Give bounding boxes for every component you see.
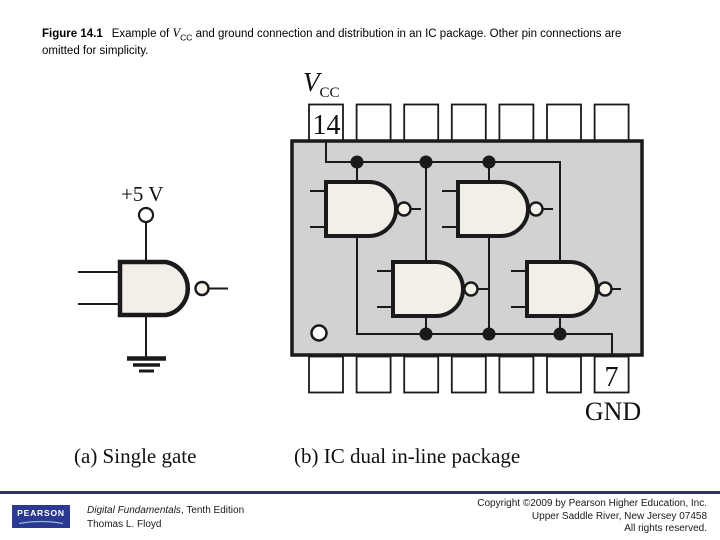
bottom-pin-row <box>308 355 630 394</box>
junction-dot <box>350 155 364 169</box>
gate-body <box>391 260 465 318</box>
vcc-label: VCC <box>303 67 340 101</box>
nand-gate-1 <box>310 180 421 238</box>
nand-gate-3 <box>377 260 488 318</box>
nand-gate-4 <box>511 260 621 318</box>
book-info: Digital Fundamentals, Tenth Edition Thom… <box>87 504 244 531</box>
book-title-line: Digital Fundamentals, Tenth Edition <box>87 504 244 518</box>
pin-box <box>593 103 630 142</box>
pin-box <box>403 103 440 142</box>
gate-body <box>324 180 398 238</box>
single-gate-figure: +5 V <box>78 182 228 373</box>
pin7-number: 7 <box>605 362 619 393</box>
pearson-swoosh-icon <box>18 520 64 524</box>
subcaption-a: (a) Single gate <box>74 444 196 468</box>
pin-box-7 <box>593 355 630 394</box>
pin-box <box>355 355 392 394</box>
inverter-bubble <box>597 281 613 297</box>
footer-divider-rule <box>0 491 720 494</box>
inverter-bubble <box>463 281 479 297</box>
copyright-line-2: Upper Saddle River, New Jersey 07458 <box>531 510 707 522</box>
vcc-label-main: V <box>303 67 323 97</box>
copyright-line-1: Copyright ©2009 by Pearson Higher Educat… <box>477 498 707 509</box>
caption-text-before: Example of <box>111 28 173 40</box>
inverter-bubble <box>194 280 210 297</box>
supply-voltage-label: +5 V <box>121 182 163 206</box>
junction-dot <box>482 327 496 341</box>
pin-box <box>546 103 582 142</box>
figure-caption: Figure 14.1 Example of VCC and ground con… <box>42 25 662 60</box>
junction-dot <box>419 155 433 169</box>
gate-body <box>456 180 530 238</box>
caption-text-after: and ground connection and distribution i… <box>42 28 622 57</box>
ic-package-figure: VCC 14 7 GND <box>290 67 644 426</box>
package-body <box>290 139 644 357</box>
book-edition: , Tenth Edition <box>180 505 245 516</box>
junction-dot <box>419 327 433 341</box>
vcc-rail <box>325 141 561 262</box>
pin-box <box>498 103 535 142</box>
figure-number: Figure 14.1 <box>42 28 103 40</box>
junction-dot <box>482 155 496 169</box>
gnd-label: GND <box>585 397 641 426</box>
supply-terminal-circle <box>137 206 155 224</box>
gate-body <box>525 260 599 318</box>
copyright-block: Copyright ©2009 by Pearson Higher Educat… <box>477 498 707 536</box>
pin1-indicator-dot <box>310 324 328 342</box>
nand-gate-2 <box>442 180 553 238</box>
caption-vcc-subscript: CC <box>180 32 193 43</box>
pearson-logo-text: PEARSON <box>17 507 65 518</box>
inverter-bubble <box>528 201 544 217</box>
pin-box <box>546 355 582 394</box>
copyright-line-3: All rights reserved. <box>624 523 707 534</box>
pin-box <box>450 103 487 142</box>
ground-symbol <box>127 356 166 373</box>
book-title: Digital Fundamentals <box>87 505 181 516</box>
pin-box <box>498 355 535 394</box>
top-pin-row <box>308 103 630 142</box>
inverter-bubble <box>396 201 412 217</box>
caption-vcc-symbol: V <box>172 26 181 40</box>
nand-gate-single-body <box>117 259 191 318</box>
pin14-number: 14 <box>313 110 341 141</box>
book-author: Thomas L. Floyd <box>87 518 162 530</box>
pearson-logo: PEARSON <box>12 505 70 528</box>
pin-box <box>403 355 440 394</box>
pin-box <box>355 103 392 142</box>
junction-dot <box>553 327 567 341</box>
vcc-label-subscript: CC <box>320 85 340 101</box>
pin-box <box>308 355 344 394</box>
pin-box <box>450 355 487 394</box>
subcaption-b: (b) IC dual in-line package <box>294 444 520 468</box>
